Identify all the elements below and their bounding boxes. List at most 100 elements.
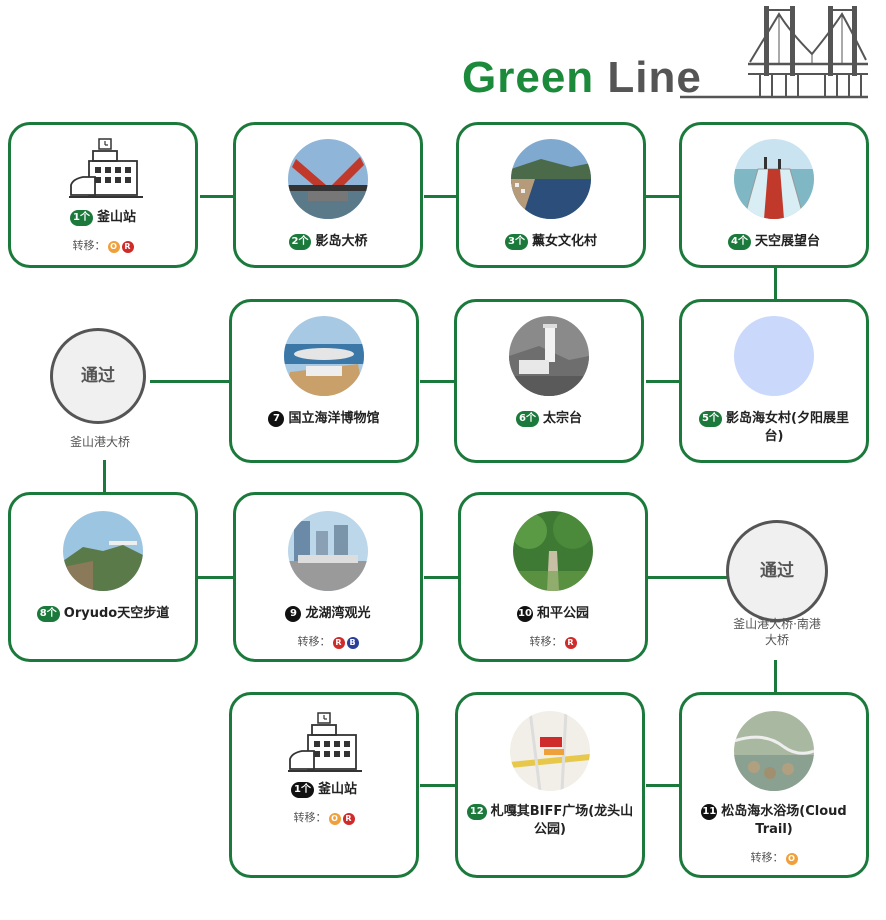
station-name: 国立海洋博物馆 [288,411,380,426]
connector [646,195,682,198]
connector [648,576,728,579]
maritime-museum-photo [284,316,364,396]
station-number-badge: 4个 [728,234,751,250]
connector [424,195,460,198]
transfer-badge-b: B [346,637,359,649]
station-label: 2个影岛大桥 [244,233,412,251]
transfer-badge-o: O [785,853,798,865]
station-name: 影岛大桥 [315,234,368,249]
station-name: 影岛海女村(夕阳展里台) [726,411,849,444]
transfer-label: 转移： [297,635,331,648]
station-card-3[interactable]: 3个薰女文化村 [456,122,646,268]
station-name: 釜山站 [96,210,136,225]
connector [150,380,230,383]
page-title: Green Line [462,56,702,100]
oryudo-skywalk-photo [63,511,143,591]
station-card-4[interactable]: 4个天空展望台 [679,122,869,268]
transfer-info: 转移：O [682,849,866,865]
station-number-badge: 2个 [288,234,312,250]
transfer-badge-r: R [332,637,345,649]
station-number-badge: 8个 [36,606,60,622]
connector [646,784,682,787]
station-label: 6个太宗台 [465,410,633,428]
skywalk-observatory-photo [734,139,814,219]
connector [420,784,456,787]
transfer-badge-r: R [342,813,355,825]
transfer-label: 转移： [293,811,327,824]
station-name: 和平公园 [536,606,589,621]
bridge-icon [680,6,868,99]
pass-through-caption: 釜山港大桥 [69,435,130,449]
station-label: 5个影岛海女村(夕阳展里台) [690,410,858,446]
station-number-badge: 10 [516,606,533,622]
pass-through-circle: 通过 [50,328,146,424]
station-number-badge: 9 [285,606,302,622]
culture-village-photo [511,139,591,219]
station-name: 松岛海水浴场(Cloud Trail) [721,804,847,837]
train-station-icon [288,712,362,772]
transfer-badge-o: O [107,241,120,253]
connector [424,576,460,579]
transfer-badge-r: R [564,637,577,649]
taejongdae-photo [509,316,589,396]
station-name: 龙湖湾观光 [305,606,371,621]
station-name: 薰女文化村 [531,234,597,249]
yongho-bay-photo [288,511,368,591]
train-station-icon [69,138,143,198]
station-name: Oryudo天空步道 [63,606,170,621]
transfer-badge-o: O [328,813,341,825]
peace-park-photo [513,511,593,591]
station-card-6[interactable]: 6个太宗台 [454,299,644,463]
transfer-info: 转移：R [461,633,645,649]
station-number-badge: 7 [268,411,285,427]
haenyeo-village-photo [734,316,814,396]
pass-through-caption: 釜山港大桥·南港大桥 [733,617,821,647]
title-green: Green [462,53,595,102]
connector [103,460,106,492]
connector [200,195,236,198]
station-name: 釜山站 [317,782,357,797]
station-name: 太宗台 [542,411,582,426]
connector [646,380,682,383]
station-number-badge: 12 [466,804,487,820]
station-name: 天空展望台 [754,234,820,249]
station-card-2[interactable]: 2个影岛大桥 [233,122,423,268]
songdo-beach-photo [734,711,814,791]
station-label: 1个釜山站 [240,781,408,799]
station-card-5[interactable]: 5个影岛海女村(夕阳展里台) [679,299,869,463]
connector [774,268,777,300]
transfer-label: 转移： [529,635,563,648]
connector [198,576,234,579]
title-gray: Line [607,53,702,102]
station-label: 3个薰女文化村 [467,233,635,251]
pass-through-circle: 通过 [726,520,828,622]
station-name: 札嘎其BIFF广场(龙头山公园) [490,804,634,837]
station-number-badge: 3个 [505,234,528,250]
station-number-badge: 6个 [516,411,539,427]
connector [420,380,456,383]
connector [774,660,777,694]
station-number-badge: 1个 [70,210,93,226]
station-number-badge: 1个 [291,782,314,798]
station-label: 4个天空展望台 [690,233,858,251]
station-label: 1个釜山站 [19,209,187,227]
yeongdo-bridge-photo [288,139,368,219]
biff-square-map [510,711,590,791]
station-number-badge: 5个 [699,411,722,427]
